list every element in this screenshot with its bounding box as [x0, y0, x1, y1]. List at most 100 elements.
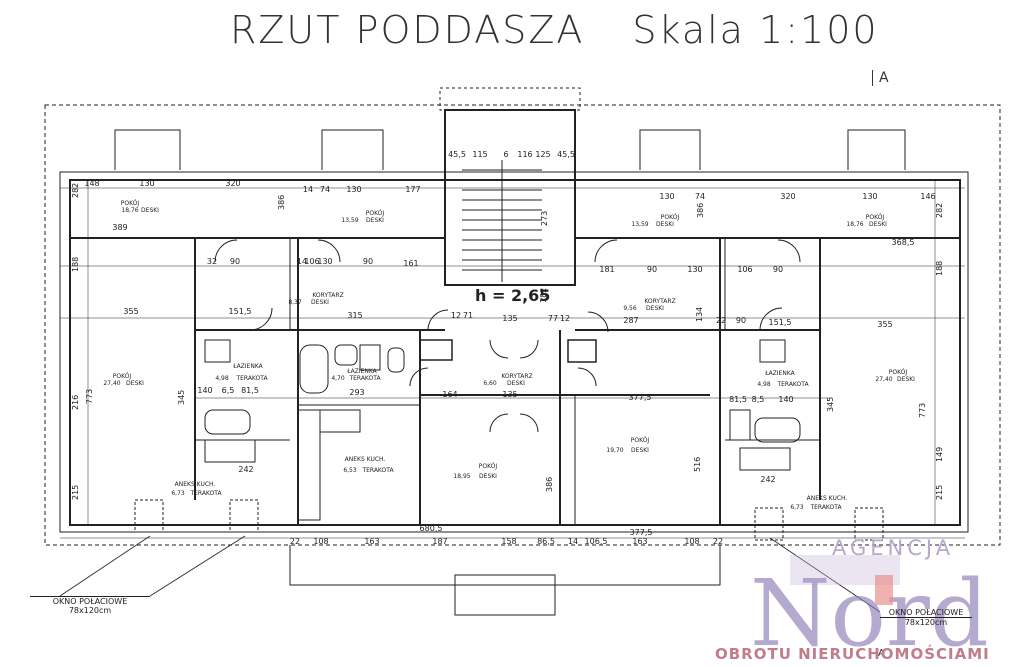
- logo-text: Nord: [750, 560, 989, 667]
- room-label: POKÓJ: [661, 214, 680, 221]
- agency-logo: Nord: [750, 555, 989, 667]
- balcony: [454, 574, 556, 616]
- dimension-label: 181: [599, 265, 614, 274]
- ceiling-height: h = 2,65: [475, 286, 551, 305]
- room-finish: DESKI: [646, 305, 664, 312]
- room-finish: TERAKOTA: [776, 381, 809, 388]
- dimension-label: 377,5: [630, 528, 653, 537]
- room-label: KORYTARZ: [312, 292, 343, 299]
- dimension-label: 86,5: [537, 537, 555, 546]
- room-label: KORYTARZ: [644, 298, 675, 305]
- dimension-label: 140: [778, 395, 793, 404]
- outer-walls-outer: [59, 171, 969, 533]
- bathtub-2: [204, 409, 251, 435]
- roof-window-name: OKNO POŁACIOWE: [30, 596, 150, 606]
- dimension-label: 6: [503, 150, 508, 159]
- dimension-label: 140: [197, 386, 212, 395]
- room-area: 4,98: [757, 381, 771, 388]
- dimension-label: 71: [463, 311, 473, 320]
- dimension-label: 22: [716, 316, 726, 325]
- dormer-4: [847, 129, 906, 170]
- bathtub-1: [299, 344, 329, 394]
- dimension-label: 106,5: [585, 537, 608, 546]
- dimension-label: 130: [687, 265, 702, 274]
- dimension-label: 151,5: [229, 307, 252, 316]
- room-label: ŁAZIENKA: [232, 363, 263, 370]
- dimension-label: 135: [502, 314, 517, 323]
- dimension-label: 345: [177, 390, 186, 405]
- room-area: 4,98: [215, 375, 229, 382]
- room-label: ANEKS KUCH.: [175, 481, 216, 488]
- dimension-label: 151,5: [769, 318, 792, 327]
- dimension-label: 134: [695, 307, 704, 322]
- room-finish: DESKI: [311, 299, 329, 306]
- dimension-label: 45,5: [448, 150, 466, 159]
- dimension-label: 188: [71, 257, 80, 272]
- room-finish: DESKI: [366, 217, 384, 224]
- dimension-label: 106: [304, 257, 319, 266]
- dimension-label: 74: [695, 192, 705, 201]
- title-text: RZUT PODDASZA: [230, 8, 585, 52]
- room-label: POKÓJ: [366, 210, 385, 217]
- dimension-label: 315: [347, 311, 362, 320]
- room-label: POKÓJ: [113, 373, 132, 380]
- dimension-label: 90: [230, 257, 240, 266]
- room-area: 6,73: [171, 490, 185, 497]
- dimension-label: 386: [696, 203, 705, 218]
- dimension-label: 389: [112, 223, 127, 232]
- roof-window-name: OKNO POŁACIOWE: [880, 608, 972, 618]
- dimension-label: 108: [684, 537, 699, 546]
- roof-window-size: 78x120cm: [904, 618, 948, 627]
- room-label: POKÓJ: [479, 463, 498, 470]
- room-finish: DESKI: [869, 221, 887, 228]
- room-finish: TERAKOTA: [809, 504, 842, 511]
- dimension-label: 130: [317, 257, 332, 266]
- dimension-label: 187: [432, 537, 447, 546]
- room-label: POKÓJ: [631, 437, 650, 444]
- room-area: 4,70: [331, 375, 345, 382]
- dimension-label: 81,5: [241, 386, 259, 395]
- room-label: POKÓJ: [121, 200, 140, 207]
- dimension-label: 188: [935, 261, 944, 276]
- room-finish: TERAKOTA: [235, 375, 268, 382]
- dimension-label: 125: [535, 150, 550, 159]
- stair-treads: [462, 160, 542, 282]
- dimension-label: 130: [862, 192, 877, 201]
- room-area: 9,56: [623, 305, 637, 312]
- roof-outline: [44, 104, 1001, 546]
- dimension-label: 130: [659, 192, 674, 201]
- outer-walls: [69, 179, 961, 526]
- dimension-label: 8,5: [752, 395, 765, 404]
- dimension-label: 320: [225, 179, 240, 188]
- roof-window-size: 78x120cm: [68, 606, 112, 615]
- room-area: 6,60: [483, 380, 497, 387]
- dimension-label: 158: [501, 537, 516, 546]
- room-finish: DESKI: [126, 380, 144, 387]
- room-finish: DESKI: [656, 221, 674, 228]
- dormer-1: [114, 129, 181, 170]
- dimension-label: 355: [877, 320, 892, 329]
- room-area: 8,37: [288, 299, 302, 306]
- dimension-label: 45,5: [557, 150, 575, 159]
- room-label: ANEKS KUCH.: [345, 456, 386, 463]
- bathtub-3: [754, 417, 801, 443]
- scale-text: Skala 1:100: [632, 8, 879, 52]
- room-labels: POKÓJ 18,76 DESKI POKÓJ 13,59 DESKI POKÓ…: [103, 200, 915, 511]
- dimension-label: 273: [540, 211, 549, 226]
- room-area: 6,73: [790, 504, 804, 511]
- stair-core: [444, 109, 576, 286]
- dimension-label: 108: [313, 537, 328, 546]
- dimension-label: 130: [139, 179, 154, 188]
- room-area: 18,95: [453, 473, 470, 480]
- dimension-label: 386: [545, 477, 554, 492]
- dimension-label: 12: [451, 311, 461, 320]
- dimension-label: 282: [935, 203, 944, 218]
- dimension-label: 148: [84, 179, 99, 188]
- room-finish: TERAKOTA: [189, 490, 222, 497]
- dimension-label: 81,5: [729, 395, 747, 404]
- room-label: ANEKS KUCH.: [807, 495, 848, 502]
- dimension-label: 293: [349, 388, 364, 397]
- room-finish: DESKI: [507, 380, 525, 387]
- dimension-label: 77: [548, 314, 558, 323]
